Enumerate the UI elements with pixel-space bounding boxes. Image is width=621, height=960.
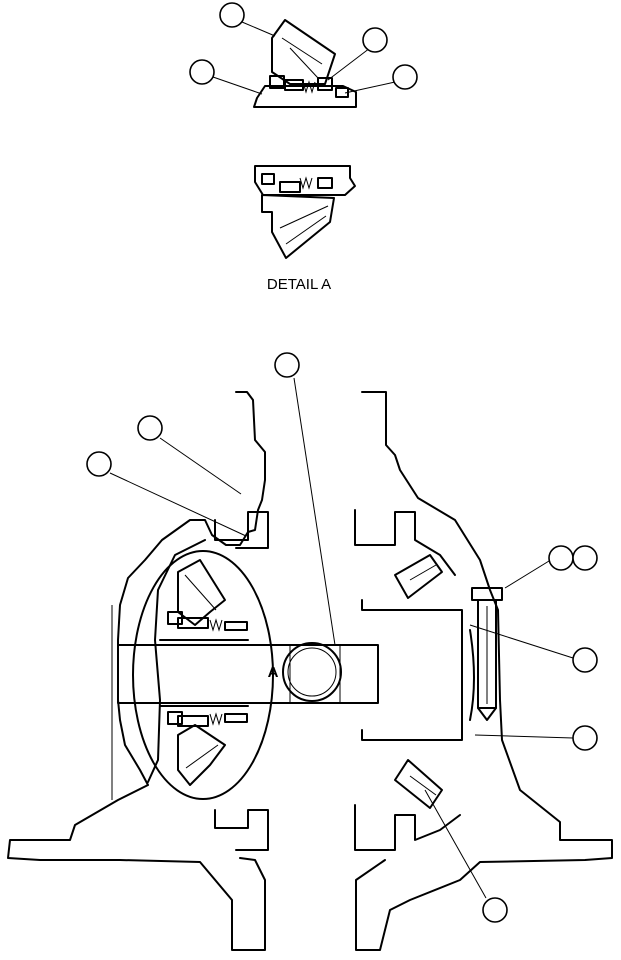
left-bearing-lower xyxy=(159,705,249,786)
callout-bubbles xyxy=(86,2,598,923)
housing-bolt xyxy=(471,587,503,721)
callout-bubble xyxy=(86,451,112,477)
callout-bubble xyxy=(189,59,215,85)
main-housing-right xyxy=(354,391,613,951)
callout-bubble xyxy=(137,415,163,441)
callout-bubble xyxy=(572,545,598,571)
callout-bubble xyxy=(482,897,508,923)
leader-lines xyxy=(109,21,574,899)
section-marker: A xyxy=(268,664,279,681)
callout-bubble xyxy=(274,352,300,378)
callout-bubble xyxy=(392,64,418,90)
detail-a-upper-assembly xyxy=(253,19,357,108)
main-shaft xyxy=(117,642,379,704)
detail-a-callout-ellipse xyxy=(132,550,274,800)
callout-bubble xyxy=(572,725,598,751)
detail-a-caption: DETAIL A xyxy=(267,276,331,293)
left-bearing-upper xyxy=(159,559,249,641)
callout-bubble xyxy=(548,545,574,571)
callout-bubble xyxy=(362,27,388,53)
main-housing-left xyxy=(7,391,269,951)
callout-bubble xyxy=(219,2,245,28)
detail-a-lower-assembly xyxy=(254,165,356,259)
callout-bubble xyxy=(572,647,598,673)
